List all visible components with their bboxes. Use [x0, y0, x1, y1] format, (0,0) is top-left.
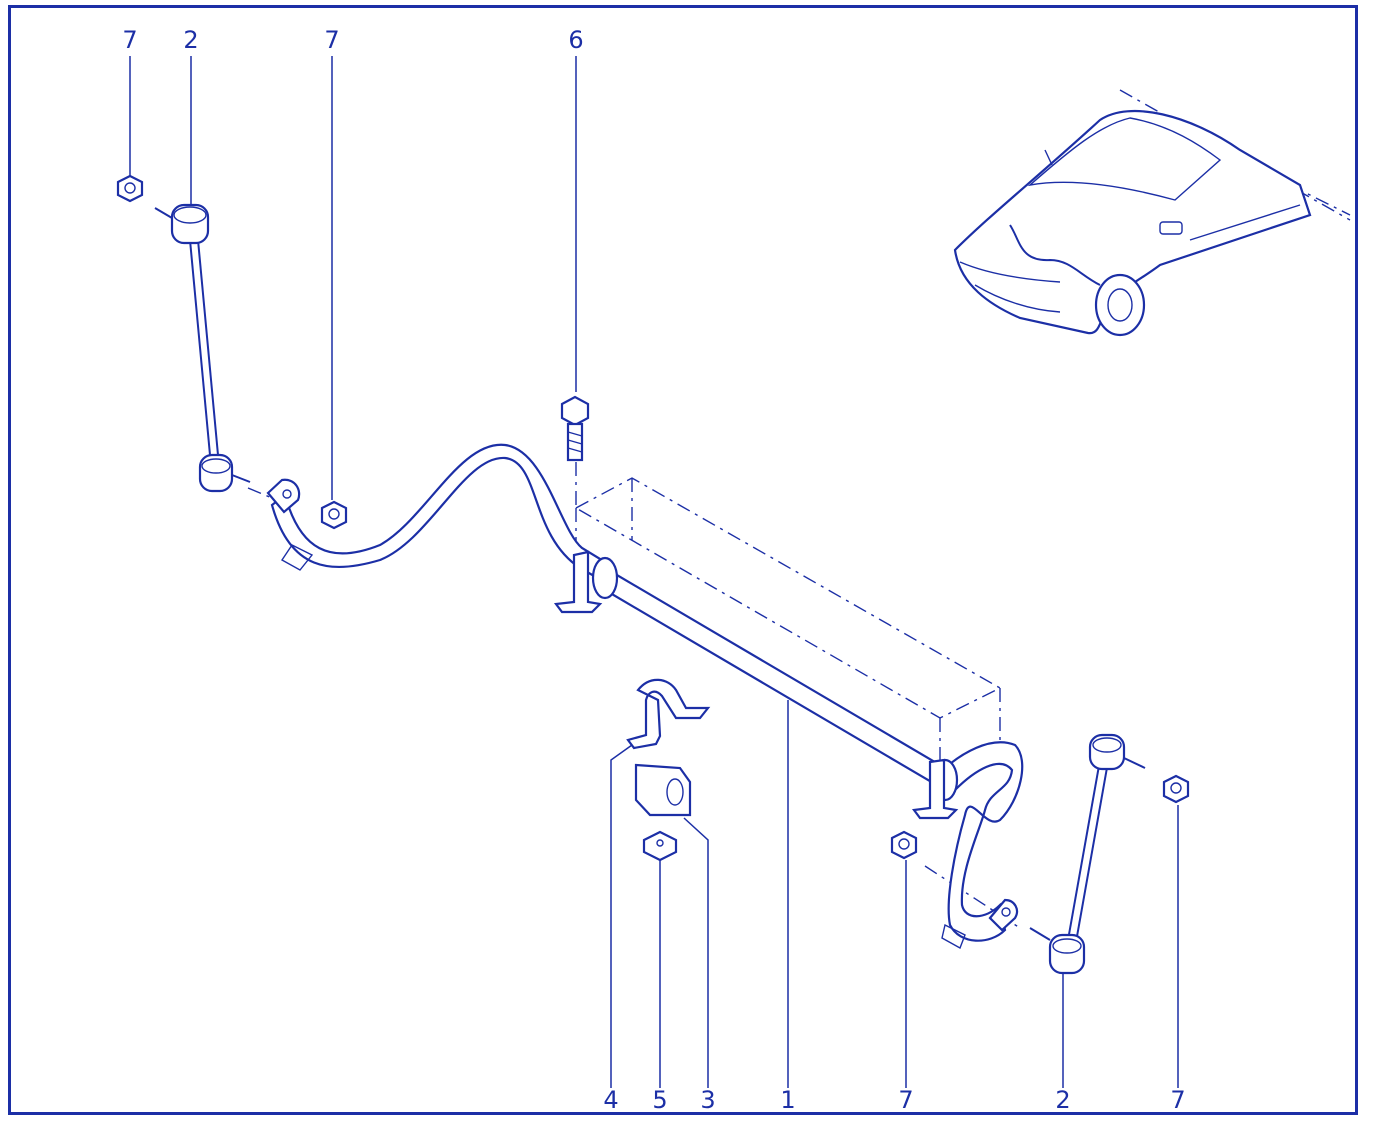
stabilizer-bar [266, 443, 1024, 950]
label-top-left-link: 2 [183, 26, 198, 54]
car-illustration [953, 89, 1351, 337]
label-top-mid-nut: 7 [324, 26, 339, 54]
label-small-nut: 5 [652, 1086, 667, 1114]
label-bottom-right-nut: 7 [1170, 1086, 1185, 1114]
label-bushing: 3 [700, 1086, 715, 1114]
nut-bottom-mid [890, 830, 918, 860]
nut-top-left [116, 174, 144, 203]
label-bottom-mid-nut: 7 [898, 1086, 913, 1114]
label-top-left-nut: 7 [122, 26, 137, 54]
diagram-frame [8, 5, 1358, 1115]
left-drop-link [154, 203, 251, 493]
label-bottom-right-link: 2 [1055, 1086, 1070, 1114]
leader-lines [129, 56, 1179, 1088]
small-nut [642, 830, 678, 862]
nut-bottom-right [1162, 774, 1190, 804]
nut-top-mid [320, 500, 348, 530]
clamp [626, 678, 711, 750]
bolt [560, 395, 590, 462]
right-drop-link [1029, 733, 1146, 975]
label-bolt: 6 [568, 26, 583, 54]
label-clamp: 4 [603, 1086, 618, 1114]
bushing [634, 763, 692, 817]
label-stabilizer-bar: 1 [780, 1086, 795, 1114]
